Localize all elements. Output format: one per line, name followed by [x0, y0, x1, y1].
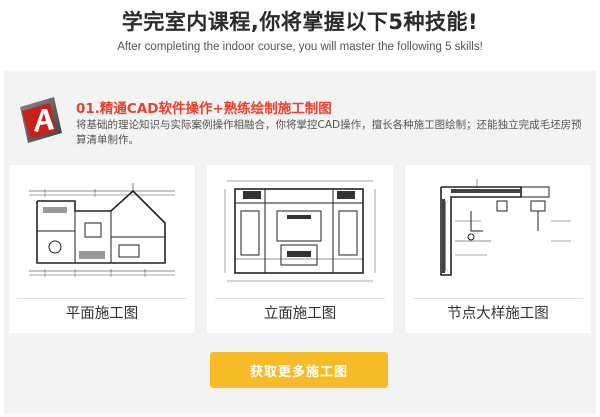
- skill-description: 将基础的理论知识与实际案例操作相融合，你将掌控CAD操作，擅长各种施工图绘制；还…: [76, 119, 582, 146]
- card-label: 平面施工图: [65, 306, 139, 322]
- skill-panel: 01.精通CAD软件操作+熟练绘制施工制图 将基础的理论知识与实际案例操作相融合…: [4, 71, 596, 414]
- autocad-logo-icon: [20, 97, 62, 143]
- card-elevation[interactable]: 立面施工图: [207, 165, 393, 333]
- elevation-drawing-icon: [224, 180, 376, 282]
- page-title: 学完室内课程,你将掌握以下5种技能!: [121, 10, 479, 34]
- card-divider: [17, 298, 187, 299]
- card-floor-plan[interactable]: 平面施工图: [9, 165, 195, 333]
- get-more-drawings-button[interactable]: 获取更多施工图: [210, 352, 388, 388]
- card-node-detail[interactable]: 节点大样施工图: [405, 165, 591, 333]
- drawing-cards: 平面施工图: [9, 165, 591, 333]
- skill-title: 01.精通CAD软件操作+熟练绘制施工制图: [76, 101, 332, 117]
- skill-header: 01.精通CAD软件操作+熟练绘制施工制图 将基础的理论知识与实际案例操作相融合…: [14, 93, 589, 153]
- card-divider: [215, 298, 385, 299]
- card-divider: [413, 298, 583, 299]
- floor-plan-drawing-icon: [29, 183, 175, 277]
- card-label: 立面施工图: [263, 306, 337, 322]
- hero-section: 学完室内课程,你将掌握以下5种技能! After completing the …: [0, 0, 600, 64]
- page-subtitle: After completing the indoor course, you …: [117, 41, 483, 53]
- node-detail-drawing-icon: [440, 179, 571, 276]
- card-label: 节点大样施工图: [447, 306, 549, 322]
